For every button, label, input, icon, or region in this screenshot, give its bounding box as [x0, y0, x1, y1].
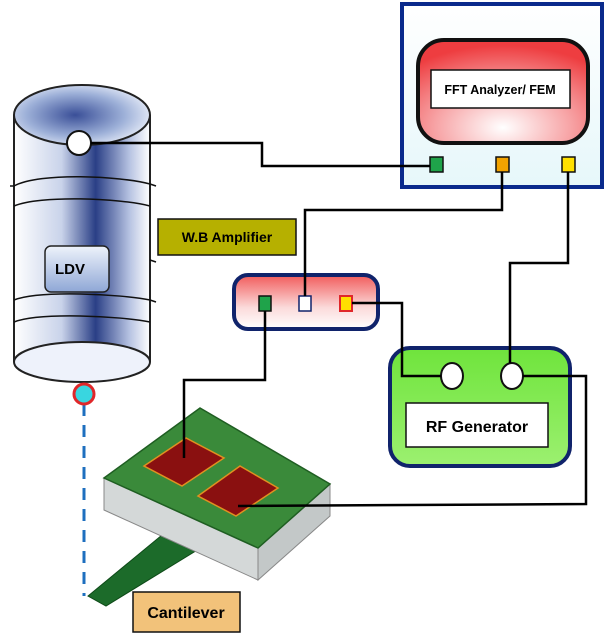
laser-spot — [72, 382, 96, 406]
wiring — [91, 141, 588, 508]
ldv-port-circle — [66, 130, 92, 156]
fft-port-green — [429, 156, 444, 173]
ldv-instrument: LDV — [10, 84, 157, 383]
ldv-bottom — [13, 341, 151, 383]
fft-label-box — [430, 69, 571, 109]
wire-fft-rf — [508, 172, 570, 363]
electrode-pad-1 — [142, 437, 226, 487]
wire-amp-rf — [352, 301, 441, 378]
rf-port-left — [440, 362, 464, 390]
amplifier-box — [232, 273, 380, 331]
wire-ldv-fft — [91, 141, 430, 168]
fft-analyzer-panel: FFT Analyzer/ FEM — [400, 2, 604, 189]
rf-label: RF Generator — [426, 419, 528, 436]
cantilever-label-text: Cantilever — [147, 605, 224, 622]
electrode-pad-2 — [196, 465, 280, 517]
wire-fft-amp — [303, 172, 504, 296]
amp-port-yellow — [339, 295, 353, 312]
fft-port-yellow — [561, 156, 576, 173]
rf-generator: RF Generator — [388, 346, 572, 468]
cantilever-assembly — [87, 407, 332, 607]
ldv-body — [14, 115, 150, 362]
wire-amp-pad1 — [182, 311, 267, 458]
ldv-label: LDV — [55, 261, 85, 278]
fft-port-orange — [495, 156, 510, 173]
rf-port-right — [500, 362, 524, 390]
amplifier-label-text: W.B Amplifier — [182, 229, 273, 245]
ldv-label-box — [44, 245, 110, 293]
amp-port-green — [258, 295, 272, 312]
cantilever-label: Cantilever — [132, 591, 241, 633]
amp-port-white — [298, 295, 312, 312]
amplifier-label: W.B Amplifier — [157, 218, 297, 256]
rf-label-box — [405, 402, 549, 448]
cantilever-top-plate — [102, 407, 332, 549]
wire-rf-pad2 — [237, 374, 588, 508]
fft-label: FFT Analyzer/ FEM — [444, 83, 555, 97]
